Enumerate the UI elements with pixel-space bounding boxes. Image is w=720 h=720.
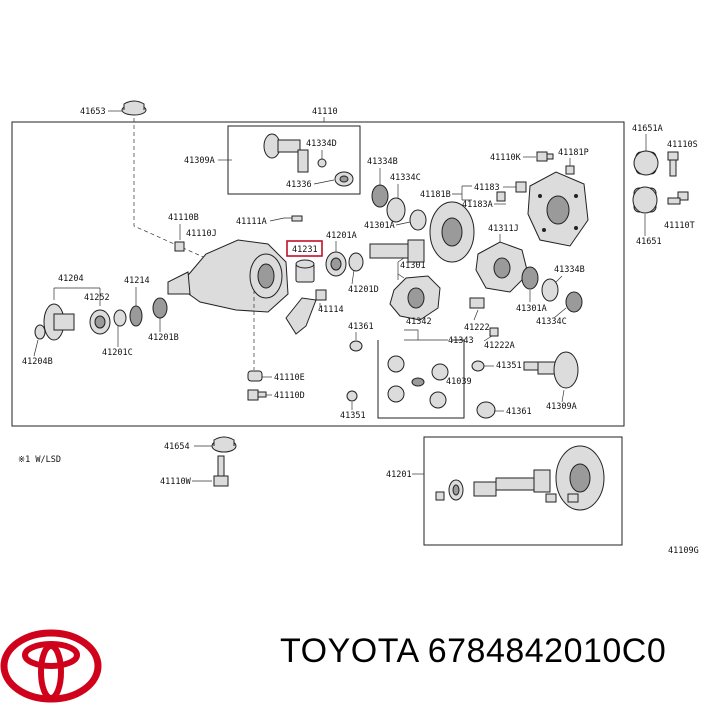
label-41110S: 41110S [667,140,698,150]
label-41110D: 41110D [274,391,305,401]
label-41361-b: 41361 [506,407,532,417]
ring-pinion-set [435,445,605,511]
label-41114: 41114 [318,305,344,315]
main-frame [11,121,625,427]
note-lsd: ※1 W/LSD [18,455,61,465]
label-41201B: 41201B [148,333,179,343]
companion-flange-bottom [523,351,579,389]
companion-flange-top [263,133,309,173]
cap-41653 [121,100,147,116]
label-41336: 41336 [286,180,312,190]
part-number-caption: TOYOTA 6784842010C0 [280,632,667,670]
label-41111A: 41111A [236,217,267,227]
label-41334B-top: 41334B [367,157,398,167]
label-41201: 41201 [386,470,412,480]
frame-gear-set [377,339,465,419]
toyota-logo [0,629,102,703]
carrier-cover [527,171,589,247]
label-41110K: 41110K [490,153,522,163]
label-41201C: 41201C [102,348,133,358]
label-41039: 41039 [446,377,472,387]
label-41252: 41252 [84,293,110,303]
pinion-gears [387,355,449,409]
label-41651A: 41651A [632,124,663,134]
label-41301A-r: 41301A [516,304,547,314]
label-41181B: 41181B [420,190,451,200]
mount-41651 [632,186,658,214]
label-41334B-r: 41334B [554,265,585,275]
bearing-41334B [371,184,389,208]
mount-41651A [633,150,659,176]
label-41309A-b: 41309A [546,402,577,412]
label-41361-top: 41361 [348,322,374,332]
bolt-41110S [667,151,679,177]
label-41204: 41204 [58,274,84,284]
label-41653: 41653 [80,107,106,117]
spacer-41231 [295,259,315,283]
label-41110T: 41110T [664,221,695,231]
bolt-41110K [536,151,554,162]
label-41110: 41110 [312,107,338,117]
label-41222: 41222 [464,323,490,333]
differential-carrier [167,239,289,313]
label-41334C-top: 41334C [390,173,421,183]
label-41342: 41342 [406,317,432,327]
parts-diagram: 41653 41110 41309A 41334D 41336 41334B 4… [11,100,699,556]
bolt-41110T [667,191,689,205]
bracket-41114 [285,297,317,335]
label-41651: 41651 [636,237,662,247]
label-41110B: 41110B [168,213,199,223]
diff-gear-41301 [389,275,441,321]
label-41654: 41654 [164,442,190,452]
diff-case [475,241,529,293]
label-41214: 41214 [124,276,150,286]
cap-41654 [211,436,237,453]
label-41183A: 41183A [462,200,493,210]
label-41183: 41183 [474,183,500,193]
label-41110E: 41110E [274,373,305,383]
ring-gear [429,201,475,263]
frame-ring-pinion [423,436,623,546]
label-41181P: 41181P [558,148,589,158]
label-41311J: 41311J [488,224,519,234]
label-41222A: 41222A [484,341,515,351]
label-41343: 41343 [448,336,474,346]
label-41351-r: 41351 [496,361,522,371]
label-41351-b: 41351 [340,411,366,421]
label-41110J: 41110J [186,229,217,239]
label-41301: 41301 [400,261,426,271]
bolt-41110W [213,455,229,487]
highlight-box-41231 [286,240,323,257]
diagram-ref-code: 41109G [668,546,699,556]
label-41231: 41231 [292,245,318,255]
label-41334D: 41334D [306,139,337,149]
label-41110W: 41110W [160,477,192,487]
label-41204B: 41204B [22,357,53,367]
label-41201D: 41201D [348,285,379,295]
drive-pinion [369,239,425,263]
companion-flange-left [34,303,75,341]
label-41201A: 41201A [326,231,357,241]
label-41301A-top: 41301A [364,221,395,231]
label-41334C-r: 41334C [536,317,567,327]
label-41309A-top: 41309A [184,156,215,166]
